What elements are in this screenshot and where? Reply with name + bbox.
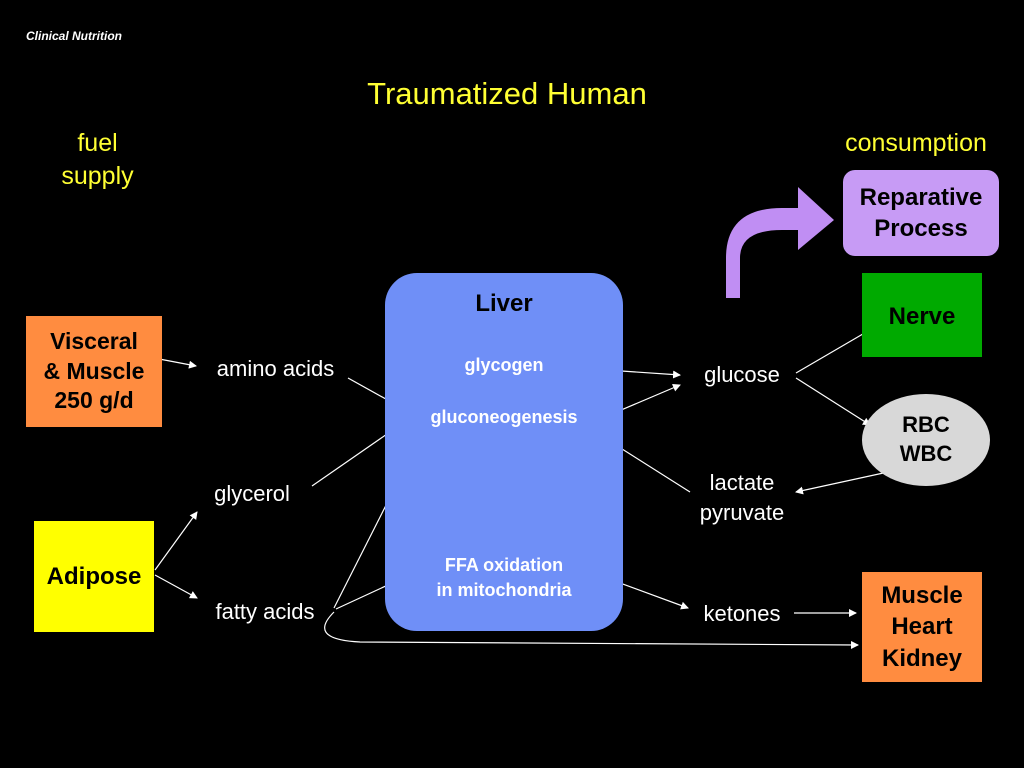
glucose-label: glucose (704, 362, 780, 387)
pyruvate-label: pyruvate (699, 499, 785, 525)
ffa-line2: in mitochondria (436, 580, 572, 601)
fatty-acids-label: fatty acids (215, 599, 315, 624)
arrow-fatty-muscle (324, 611, 859, 649)
purple-curved-arrow (726, 187, 834, 298)
fuel-supply-line2: supply (61, 161, 134, 190)
adipose-box: Adipose (34, 521, 154, 632)
reparative-process-box: Reparative Process (843, 170, 999, 256)
rbc-label: RBC (902, 412, 950, 438)
liver-box (385, 273, 623, 631)
glycerol-label: glycerol (214, 481, 290, 506)
glycogen-label: glycogen (464, 355, 544, 375)
fuel-supply-label: fuel supply (40, 127, 155, 192)
ffa-oxidation-label: FFA oxidation in mitochondria (385, 553, 623, 603)
fuel-supply-line1: fuel (77, 129, 118, 157)
kidney-label: Kidney (881, 644, 962, 672)
reparative-line2: Process (874, 215, 968, 242)
gluconeogenesis-label: gluconeogenesis (430, 407, 578, 427)
ketones-label: ketones (703, 601, 781, 626)
reparative-line1: Reparative (859, 183, 983, 211)
ffa-line1: FFA oxidation (444, 555, 564, 575)
nerve-box: Nerve (862, 273, 982, 357)
rbc-wbc-ellipse: RBC WBC (862, 394, 990, 486)
page-title: Traumatized Human (367, 76, 647, 111)
lactate-label: lactate (709, 470, 775, 495)
lactate-pyruvate-label: lactate pyruvate (682, 468, 802, 527)
consumption-label: consumption (845, 129, 987, 157)
amino-acids-label: amino acids (216, 356, 335, 381)
visceral-muscle-box: Visceral & Muscle 250 g/d (26, 316, 162, 427)
wbc-label: WBC (899, 441, 953, 466)
header-label: Clinical Nutrition (26, 29, 122, 43)
visceral-line3: 250 g/d (54, 387, 134, 414)
arrow-glucose-rbc (795, 377, 871, 426)
heart-label: Heart (891, 613, 953, 641)
arrow-adipose-glycerol (154, 511, 198, 571)
visceral-line2: & Muscle (43, 357, 145, 384)
muscle-heart-kidney-box: Muscle Heart Kidney (862, 572, 982, 682)
arrow-rbc-lactate (795, 471, 889, 495)
visceral-line1: Visceral (50, 327, 138, 354)
liver-title: Liver (475, 290, 533, 317)
arrow-adipose-fatty (154, 574, 198, 599)
muscle-label: Muscle (881, 582, 963, 610)
